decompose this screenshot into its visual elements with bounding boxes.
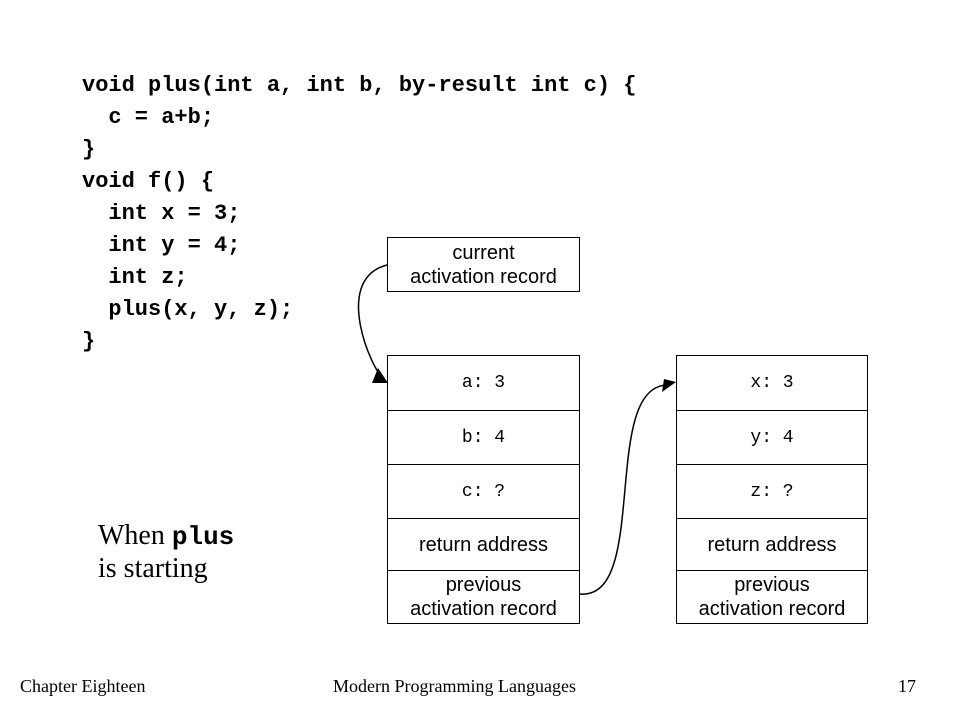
- return-address-cell: return address: [677, 518, 867, 570]
- param-c-cell: c: ?: [388, 464, 579, 518]
- code-line: }: [82, 329, 96, 354]
- current-ar-line1: current: [452, 241, 515, 264]
- local-y-cell: y: 4: [677, 410, 867, 464]
- current-activation-record-box: current activation record: [387, 237, 580, 292]
- footer-chapter: Chapter Eighteen: [20, 676, 146, 696]
- code-line: c = a+b;: [82, 105, 215, 130]
- caption-prefix: When: [98, 520, 172, 551]
- code-line: void f() {: [82, 169, 215, 194]
- code-line: plus(x, y, z);: [82, 297, 294, 322]
- footer-page-number: 17: [898, 676, 916, 696]
- arrowhead-icon: [662, 379, 676, 392]
- code-line: int x = 3;: [82, 201, 241, 226]
- code-line: int z;: [82, 265, 188, 290]
- local-z-cell: z: ?: [677, 464, 867, 518]
- previous-ar-line2: activation record: [698, 598, 846, 620]
- current-ar-line2: activation record: [410, 265, 557, 288]
- code-line: int y = 4;: [82, 233, 241, 258]
- code-listing: void plus(int a, int b, by-result int c)…: [82, 70, 637, 358]
- param-b-cell: b: 4: [388, 410, 579, 464]
- previous-ar-cell: previous activation record: [677, 570, 867, 623]
- slide-caption: When plus is starting: [98, 520, 234, 585]
- param-a-cell: a: 3: [461, 373, 506, 393]
- return-address-cell: return address: [388, 518, 579, 570]
- previous-ar-line1: previous: [734, 574, 810, 596]
- code-line: }: [82, 137, 96, 162]
- caption-suffix: is starting: [98, 553, 208, 584]
- current-ar-pointer-arrow: [357, 264, 388, 377]
- f-activation-record: x: 3 y: 4 z: ? return address previous a…: [676, 355, 868, 624]
- footer-book-title: Modern Programming Languages: [333, 676, 576, 696]
- previous-ar-link-arrow: [579, 384, 669, 595]
- arrowhead-icon: [372, 368, 388, 383]
- local-x-cell: x: 3: [750, 373, 794, 393]
- previous-ar-cell: previous activation record: [388, 570, 579, 623]
- plus-activation-record: a: 3 b: 4 c: ? return address previous a…: [387, 355, 580, 624]
- previous-ar-line2: activation record: [410, 598, 557, 620]
- caption-code-word: plus: [171, 522, 235, 552]
- current-ar-label: current activation record: [388, 238, 579, 291]
- previous-ar-line1: previous: [445, 574, 522, 596]
- code-line: void plus(int a, int b, by-result int c)…: [82, 73, 637, 98]
